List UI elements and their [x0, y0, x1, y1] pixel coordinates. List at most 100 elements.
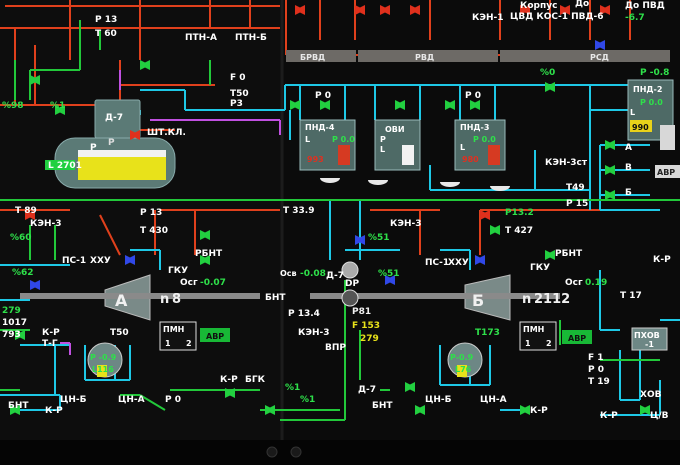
- label-t49: T49: [566, 183, 585, 193]
- value-n-a: 8: [172, 292, 181, 307]
- label-cvd: ЦВД КОС-1 ПВД-6: [510, 12, 604, 22]
- label-dp: DP: [345, 279, 359, 289]
- label-kr-mid: К-Р: [220, 375, 238, 385]
- oil-tank-b[interactable]: [447, 342, 483, 378]
- value-deaerator-p: P: [108, 138, 115, 148]
- label-kr2-a: К-Р: [45, 406, 63, 416]
- value-pnd3-level: 980: [462, 155, 479, 164]
- label-gku-a: ГКУ: [168, 266, 188, 276]
- label-pnd4-l: L: [305, 135, 310, 144]
- value-pct51b: %51: [378, 269, 400, 279]
- value-ocr-a: -0.07: [200, 278, 226, 288]
- control-valves[interactable]: [30, 40, 605, 290]
- label-p13-a: P 13: [140, 208, 162, 218]
- label-sht-kl: ШТ.КЛ.: [147, 128, 186, 138]
- label-t50: T50: [230, 89, 249, 99]
- label-n-a: n: [160, 292, 169, 307]
- label-ken3st: КЭН-3ст: [545, 158, 588, 168]
- label-t19: T 19: [588, 377, 610, 387]
- value-oil-b-l: L76: [455, 365, 472, 374]
- heater-pnd3[interactable]: [454, 119, 506, 171]
- label-pnd2-l: L: [630, 108, 635, 117]
- label-gku-b: ГКУ: [530, 263, 550, 273]
- label-kr-a: К-Р: [42, 328, 60, 338]
- value-p-m08: P -0.8: [640, 68, 669, 78]
- label-1017: 1017: [2, 318, 27, 328]
- label-p134: P 13.4: [288, 309, 320, 319]
- avr-button-b[interactable]: [562, 330, 592, 344]
- label-p15: P 15: [566, 199, 588, 209]
- label-f1: F 1: [588, 353, 604, 363]
- label-pmn-a: ПМН: [163, 325, 184, 334]
- oil-tank-a[interactable]: [87, 342, 123, 378]
- label-pnd3-p0: P 0: [465, 91, 481, 101]
- label-cv: Ц/В: [650, 411, 669, 421]
- label-ocr-b: Осг: [565, 278, 583, 288]
- label-tsn-b-a: ЦН-Б: [60, 395, 87, 405]
- avr-right-indicator[interactable]: [655, 165, 680, 178]
- label-vpr: ВПР: [325, 343, 346, 353]
- label-ps1-b: ПС-1: [425, 258, 449, 268]
- label-avr-right: АВР: [657, 168, 675, 177]
- label-xhu-a: ХХУ: [90, 256, 111, 266]
- pmn-box-b[interactable]: [519, 321, 557, 351]
- label-p3: P3: [230, 99, 243, 109]
- label-ken3-b: КЭН-3: [390, 219, 422, 229]
- value-pct1-mid: %1: [300, 395, 315, 405]
- label-do: До: [575, 0, 589, 9]
- label-ken1: КЭН-1: [472, 13, 504, 23]
- label-t17: T 17: [620, 291, 642, 301]
- label-v-right: В: [625, 163, 632, 173]
- value-pct1-a: %1: [285, 383, 300, 393]
- label-pnd3-name: ПНД-3: [460, 123, 489, 132]
- label-turbine-b: Б: [472, 291, 484, 310]
- label-pnd3-l: L: [460, 143, 465, 152]
- avr-button-a[interactable]: [200, 328, 230, 342]
- pmn-box-a[interactable]: [159, 321, 197, 351]
- valves[interactable]: [10, 60, 650, 415]
- value-oil-a-l: L116: [92, 365, 114, 374]
- label-p0-a: P 0: [165, 395, 181, 405]
- label-d7-mid: Д-7: [326, 271, 344, 281]
- shaft-coupling: [341, 289, 359, 307]
- label-f0: F 0: [230, 73, 246, 83]
- value-008: -0.08: [300, 269, 326, 279]
- value-pnd4-p: P 0.0: [332, 135, 355, 144]
- label-p13-top: P 13: [95, 15, 117, 25]
- value-pct51: %51: [368, 233, 390, 243]
- deaerator-d7[interactable]: [45, 99, 176, 189]
- label-phov: ПХОВ: [634, 331, 660, 340]
- value-f153: F 153: [352, 321, 380, 331]
- label-header-rsd: РСД: [590, 53, 609, 62]
- label-t89: T 89: [15, 206, 37, 216]
- label-bnt-mid: БНТ: [265, 293, 286, 303]
- label-pnd4-name: ПНД-4: [305, 123, 335, 132]
- label-b-right: Б: [625, 188, 632, 198]
- label-rbnt-a: РБНТ: [195, 249, 223, 259]
- value-p81: P81: [352, 307, 371, 317]
- oil-lines: [60, 70, 281, 355]
- closed-valves[interactable]: [25, 5, 610, 220]
- value-ocr-b: 0.19: [585, 278, 607, 288]
- turbine-a[interactable]: [20, 274, 260, 321]
- label-pmn-b: ПМН: [523, 325, 544, 334]
- header-rvd: [358, 50, 498, 62]
- label-xhu-b: ХХУ: [448, 258, 469, 268]
- label-ovi-name: ОВИ: [385, 125, 405, 134]
- drain-cups: [320, 178, 510, 191]
- heater-ovi[interactable]: [374, 119, 421, 171]
- phov-box[interactable]: [631, 327, 668, 351]
- heater-pnd2[interactable]: [627, 79, 675, 150]
- label-pmn-a-1: 1: [165, 339, 171, 348]
- heater-pnd4[interactable]: [299, 119, 356, 171]
- label-tsn-a-a: ЦН-А: [118, 395, 145, 405]
- label-793: 793: [2, 330, 21, 340]
- turbine-b[interactable]: [310, 274, 560, 321]
- value-pnd2-level: 990: [632, 123, 649, 132]
- label-pnd4-p0: P 0: [315, 91, 331, 101]
- label-deaerator-p: P: [90, 143, 97, 153]
- label-kr-right: К-Р: [653, 255, 671, 265]
- value-pct0: %0: [540, 68, 555, 78]
- value-279-mid: 279: [360, 334, 379, 344]
